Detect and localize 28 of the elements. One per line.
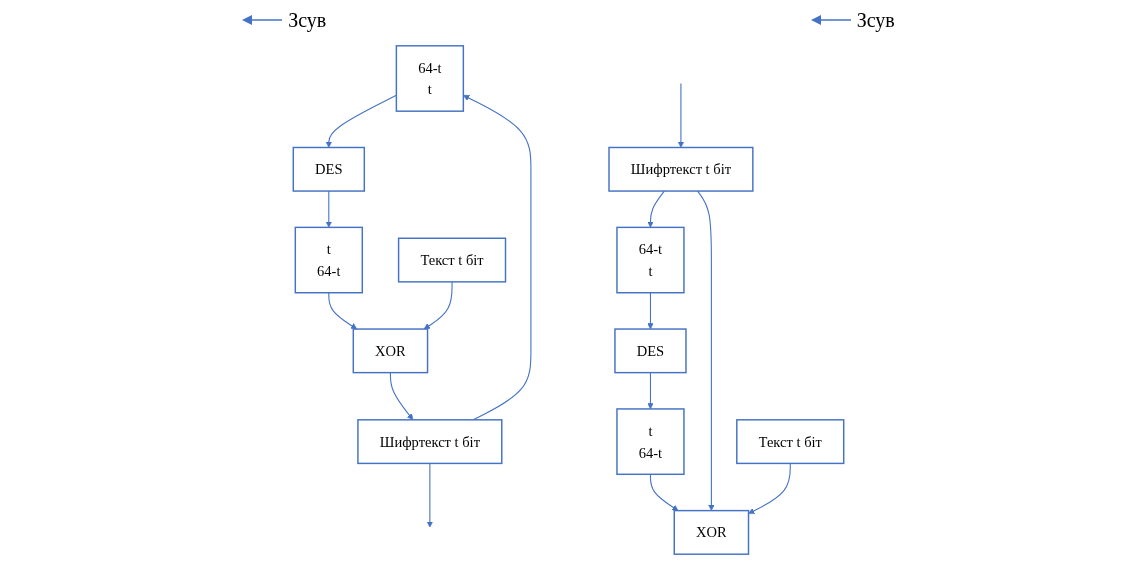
arrow bbox=[697, 190, 715, 511]
node-box: t 64-t bbox=[616, 408, 685, 476]
node-box: t 64-t bbox=[294, 226, 363, 294]
node-box: Шифртекст t біт bbox=[357, 419, 503, 465]
arrow bbox=[325, 94, 397, 148]
arrow bbox=[328, 292, 358, 330]
arrow bbox=[426, 462, 434, 528]
node-box: XOR bbox=[352, 328, 429, 374]
arrow bbox=[647, 190, 665, 228]
node-box: Текст t біт bbox=[397, 237, 507, 283]
shift-label: Зсув bbox=[856, 8, 895, 32]
arrow bbox=[647, 372, 654, 410]
arrow bbox=[649, 473, 679, 511]
node-box: XOR bbox=[673, 509, 750, 555]
node-box: DES bbox=[614, 328, 687, 374]
node-box: Текст t біт bbox=[736, 419, 845, 465]
arrow bbox=[389, 372, 414, 421]
arrow bbox=[748, 462, 791, 514]
node-box: 64-t t bbox=[616, 226, 685, 294]
arrow bbox=[647, 292, 654, 330]
arrow bbox=[677, 83, 685, 148]
shift-label: Зсув bbox=[288, 8, 327, 32]
arrow bbox=[325, 190, 332, 228]
arrow bbox=[423, 281, 453, 330]
node-box: Шифртекст t біт bbox=[608, 146, 754, 192]
node-box: DES bbox=[292, 146, 366, 192]
arrow bbox=[463, 95, 532, 421]
node-box: 64-t t bbox=[395, 45, 465, 112]
